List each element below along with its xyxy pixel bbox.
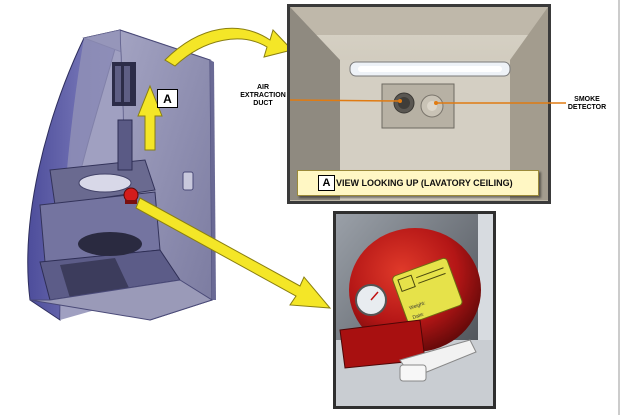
arrow-to-extinguisher-view — [135, 197, 332, 309]
label-weight: Weight: — [408, 300, 426, 311]
extinguisher-photo: Weight: Date: — [333, 211, 496, 409]
label-date: Date: — [412, 311, 425, 321]
view-a-badge-cabinet: A — [157, 89, 178, 108]
lavatory-cabinet — [27, 29, 216, 321]
view-a-badge-caption: A — [318, 175, 335, 191]
view-caption-text: VIEW LOOKING UP (LAVATORY CEILING) — [336, 178, 513, 188]
air-extraction-leader — [289, 99, 401, 102]
air-extraction-duct-label: AIR EXTRACTION DUCT — [240, 84, 286, 107]
smoke-detector-label: SMOKE DETECTOR — [567, 96, 607, 111]
ceiling-view-photo — [287, 4, 551, 204]
view-a-pointer-arrow — [137, 84, 163, 151]
view-caption-banner: A VIEW LOOKING UP (LAVATORY CEILING) — [297, 170, 539, 196]
